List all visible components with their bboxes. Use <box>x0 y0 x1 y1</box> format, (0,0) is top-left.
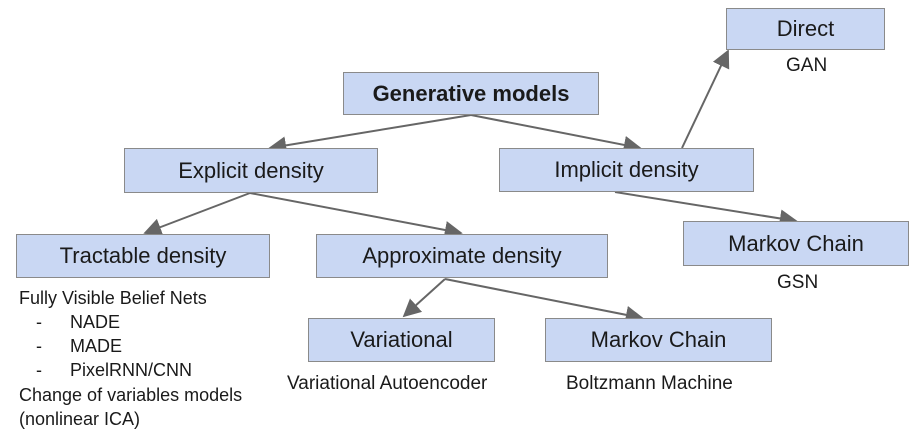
bullet-dash: - <box>36 336 42 356</box>
bullet-dash: - <box>36 312 42 332</box>
bullet-dash: - <box>36 360 42 380</box>
arrow-root-to-explicit <box>268 114 472 155</box>
label-gsn: GSN <box>777 272 819 293</box>
fvbn-item-pixelrnn: - PixelRNN/CNN <box>36 360 192 381</box>
fvbn-item-label: NADE <box>70 312 121 332</box>
node-tractable-density: Tractable density <box>16 234 270 278</box>
node-generative-models: Generative models <box>343 72 599 115</box>
arrow-explicit-to-tractable <box>143 192 251 236</box>
arrow-explicit-to-approximate <box>249 192 463 239</box>
fvbn-item-made: - MADE <box>36 336 122 357</box>
label-boltzmann-machine: Boltzmann Machine <box>566 373 733 394</box>
fvbn-item-nade: - NADE <box>36 312 120 333</box>
node-variational: Variational <box>308 318 495 362</box>
label-gan: GAN <box>786 55 828 76</box>
arrow-approximate-to-markov-chain <box>444 278 644 324</box>
fvbn-item-label: MADE <box>70 336 123 356</box>
arrow-root-to-implicit <box>470 114 642 154</box>
arrow-implicit-to-direct <box>681 49 730 149</box>
label-variational-autoencoder: Variational Autoencoder <box>287 373 488 394</box>
node-implicit-density: Implicit density <box>499 148 754 192</box>
fvbn-heading: Fully Visible Belief Nets <box>19 288 207 308</box>
node-direct: Direct <box>726 8 885 50</box>
change-of-variables-line2: (nonlinear ICA) <box>19 409 141 429</box>
fvbn-item-label: PixelRNN/CNN <box>70 360 193 380</box>
arrow-implicit-to-markov-chain <box>614 191 798 228</box>
change-of-variables-line1: Change of variables models <box>19 385 243 405</box>
node-explicit-density: Explicit density <box>124 148 378 193</box>
node-markov-chain-approximate: Markov Chain <box>545 318 772 362</box>
node-approximate-density: Approximate density <box>316 234 608 278</box>
node-markov-chain-implicit: Markov Chain <box>683 221 909 266</box>
arrow-approximate-to-variational <box>402 278 446 318</box>
